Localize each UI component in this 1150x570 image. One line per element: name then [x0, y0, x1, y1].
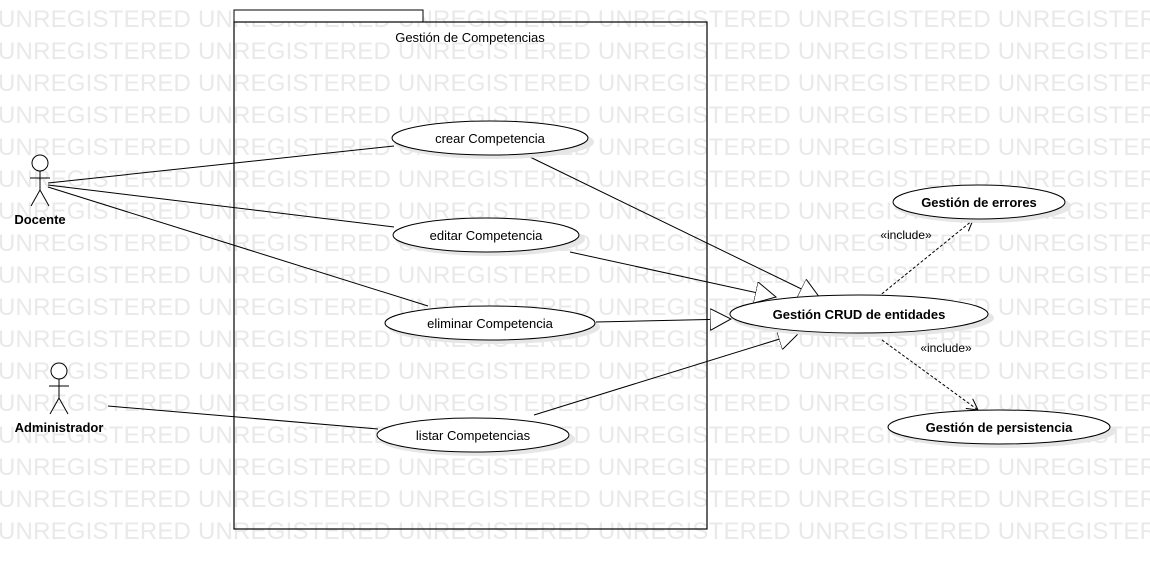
use-case-listar[interactable]: listar Competencias: [376, 417, 575, 456]
include-label-persistencia: «include»: [920, 341, 972, 355]
assoc-administrador-listar[interactable]: [107, 405, 379, 430]
use-case-label: editar Competencia: [430, 228, 543, 243]
actor-leg-right: [39, 189, 50, 207]
use-case-eliminar[interactable]: eliminar Competencia: [384, 305, 600, 344]
include-dependencies: [877, 220, 978, 410]
use-case-editar[interactable]: editar Competencia: [392, 217, 585, 256]
use-case-label: listar Competencias: [416, 428, 531, 443]
uc-ellipse: [729, 294, 989, 334]
system-title: Gestión de Competencias: [395, 30, 545, 45]
gen-listar-crud[interactable]: [533, 333, 799, 416]
use-case-errores[interactable]: Gestión de errores: [892, 184, 1071, 223]
system-frame: [233, 21, 708, 530]
assoc-docente-eliminar[interactable]: [47, 186, 429, 307]
use-case-label: Gestión CRUD de entidades: [773, 307, 946, 322]
include-crud-errores[interactable]: [877, 220, 973, 298]
uc-ellipse: [391, 120, 589, 156]
generalizations: [529, 156, 820, 416]
include-label-errores: «include»: [880, 228, 932, 242]
use-case-label: Gestión de errores: [921, 195, 1037, 210]
actor-leg-right: [58, 397, 69, 415]
actor-label-docente: Docente: [14, 212, 65, 227]
system-boundary[interactable]: Gestión de Competencias: [233, 9, 708, 530]
actor-administrador[interactable]: [49, 362, 69, 415]
actor-leg-left: [30, 189, 41, 207]
use-case-label: crear Competencia: [435, 131, 546, 146]
associations: [47, 145, 429, 430]
uc-ellipse: [376, 417, 570, 453]
use-case-persistencia[interactable]: Gestión de persistencia: [887, 409, 1116, 448]
system-tab: [233, 9, 424, 23]
gen-eliminar-crud[interactable]: [595, 319, 731, 322]
uc-ellipse: [892, 184, 1066, 220]
use-case-label: eliminar Competencia: [427, 316, 553, 331]
actor-head: [50, 362, 68, 380]
use-case-label: Gestión de persistencia: [926, 420, 1073, 435]
actor-docente[interactable]: [30, 154, 50, 207]
use-case-crear[interactable]: crear Competencia: [391, 120, 594, 159]
actor-head: [31, 154, 49, 172]
actor-label-administrador: Administrador: [15, 420, 104, 435]
assoc-docente-crear[interactable]: [47, 145, 395, 184]
uc-ellipse: [392, 217, 580, 253]
assoc-docente-editar[interactable]: [47, 184, 395, 228]
actor-leg-left: [49, 397, 60, 415]
use-case-crud[interactable]: Gestión CRUD de entidades: [729, 294, 994, 337]
gen-editar-crud[interactable]: [569, 251, 776, 297]
uc-ellipse: [384, 305, 596, 341]
uc-ellipse: [887, 409, 1111, 445]
gen-crear-crud[interactable]: [529, 156, 820, 298]
